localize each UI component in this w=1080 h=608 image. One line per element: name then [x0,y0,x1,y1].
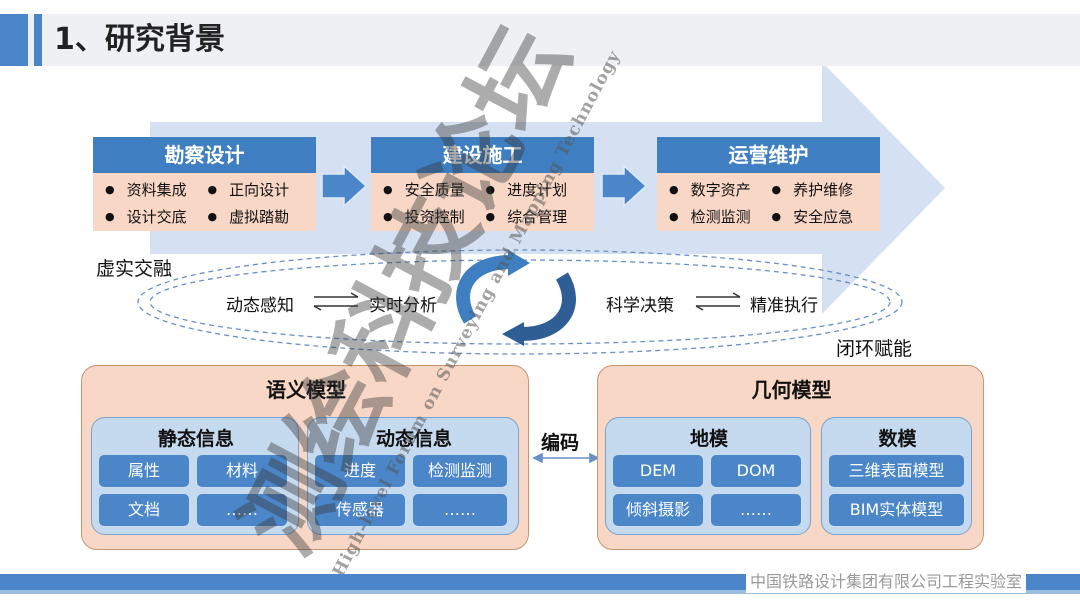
swap-arrow-right [695,292,741,311]
phase-survey-design: 勘察设计 资料集成 正向设计 设计交底 虚拟踏勘 [93,137,316,231]
info-cell: 三维表面模型 [828,454,965,488]
title-accent-stripe [34,14,42,66]
coding-link-arrow [532,452,600,464]
phase-title: 勘察设计 [93,137,316,173]
phase-title: 建设施工 [371,137,594,173]
cycle-step: 动态感知 [226,296,294,316]
digital-model-box: 数模 三维表面模型 BIM实体模型 [821,417,972,535]
static-info-title: 静态信息 [157,428,234,450]
phase-arrow-2 [601,164,648,208]
info-cell: 检测监测 [412,454,508,488]
info-cell: …… [710,493,802,527]
phase-item: 综合管理 [486,206,585,227]
footer-band-light [0,590,1080,594]
info-cell: 文档 [98,493,190,527]
info-cell: 材料 [196,454,288,488]
footer-organization: 中国铁路设计集团有限公司工程实验室 [746,571,1027,593]
phase-operation-maintenance: 运营维护 数字资产 养护维修 检测监测 安全应急 [657,137,880,231]
semantic-model-title: 语义模型 [266,378,346,402]
title-accent-block [0,14,28,66]
cycle-refresh-icon [456,250,576,346]
info-cell: …… [412,493,508,527]
digital-model-title: 数模 [878,428,917,450]
phase-item: 投资控制 [383,206,482,227]
phase-construction: 建设施工 安全质量 进度计划 投资控制 综合管理 [371,137,594,231]
dynamic-info-title: 动态信息 [375,428,452,450]
phase-item: 检测监测 [669,206,768,227]
cycle-left-label: 虚实交融 [96,258,173,280]
cycle-ellipse-inner [149,259,891,345]
slide-title: 1、研究背景 [54,22,225,57]
watermark-main-text: 测绘科技论坛 [221,9,591,571]
title-bar [0,14,1080,66]
phase-item: 养护维修 [772,179,871,200]
phase-item: 安全质量 [383,179,482,200]
info-cell: DEM [612,454,704,488]
info-cell: 传感器 [314,493,406,527]
cycle-ellipse-outer [137,249,903,355]
phase-item: 设计交底 [105,206,204,227]
terrain-model-title: 地模 [689,428,728,450]
cycle-step: 实时分析 [369,296,437,316]
phase-title: 运营维护 [657,137,880,173]
cycle-step: 精准执行 [750,296,818,316]
info-cell: 进度 [314,454,406,488]
static-info-box: 静态信息 属性 材料 文档 …… [91,417,299,535]
info-cell: BIM实体模型 [828,493,965,527]
terrain-model-box: 地模 DEM DOM 倾斜摄影 …… [605,417,811,535]
cycle-step: 科学决策 [606,296,674,316]
geometry-model-title: 几何模型 [751,378,832,402]
phase-item: 正向设计 [208,179,307,200]
phase-item: 进度计划 [486,179,585,200]
phase-item: 虚拟踏勘 [208,206,307,227]
info-cell: …… [196,493,288,527]
phase-item: 安全应急 [772,206,871,227]
footer-accent [1066,574,1080,590]
coding-link-label: 编码 [541,432,580,454]
phase-item: 资料集成 [105,179,204,200]
info-cell: 倾斜摄影 [612,493,704,527]
swap-arrow-left [313,292,359,311]
cycle-right-label: 闭环赋能 [836,338,913,360]
phase-item: 数字资产 [669,179,768,200]
info-cell: 属性 [98,454,190,488]
dynamic-info-box: 动态信息 进度 检测监测 传感器 …… [307,417,519,535]
phase-arrow-1 [321,164,368,208]
info-cell: DOM [710,454,802,488]
